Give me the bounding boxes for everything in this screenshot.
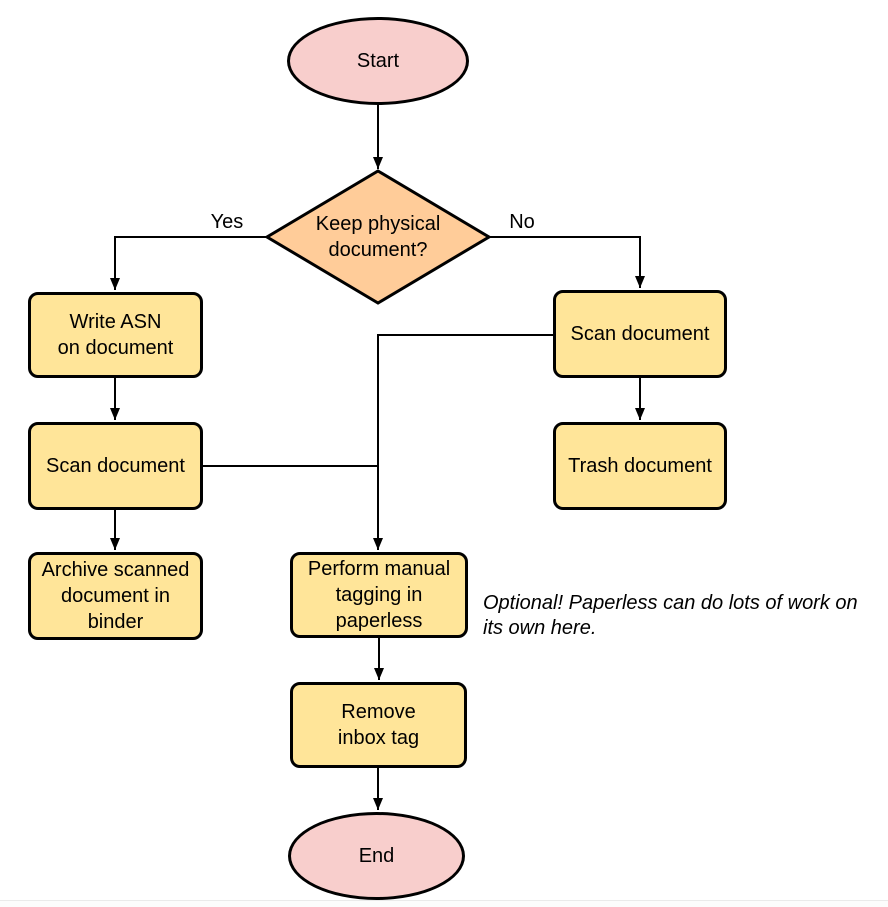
edge-label-yes: Yes [210,211,244,233]
node-start-label: Start [356,50,400,72]
node-archive-binder: Archive scanned document in binder [28,552,203,640]
node-scan-document-right: Scan document [553,290,727,378]
node-trash-document-label: Trash document [568,455,712,477]
edge-label-no: No [509,211,535,233]
node-manual-tagging: Perform manual tagging in paperless [290,552,468,638]
annotation-optional-note: Optional! Paperless can do lots of work … [483,592,858,639]
node-end: End [288,812,465,900]
node-write-asn-label: Write ASN on document [57,311,174,359]
node-manual-tagging-label: Perform manual tagging in paperless [307,558,451,632]
node-scan-document-right-label: Scan document [570,323,710,345]
node-scan-document-left: Scan document [28,422,203,510]
node-remove-inbox-tag: Remove inbox tag [290,682,467,768]
node-trash-document: Trash document [553,422,727,510]
node-end-label: End [358,845,395,867]
node-scan-document-left-label: Scan document [46,455,185,477]
node-decision-label: Keep physical document? [315,213,441,261]
node-start: Start [287,17,469,105]
node-decision: Keep physical document? [264,168,492,306]
node-write-asn: Write ASN on document [28,292,203,378]
page-bottom-edge [0,900,888,907]
edge-decision-no-to-scan-right [490,236,645,288]
node-archive-binder-label: Archive scanned document in binder [41,559,190,633]
decision-diamond-shape [264,169,492,305]
node-remove-inbox-tag-label: Remove inbox tag [337,701,420,749]
edge-scan-right-to-tagging [373,334,553,550]
edge-decision-yes-to-write-asn [110,236,266,290]
